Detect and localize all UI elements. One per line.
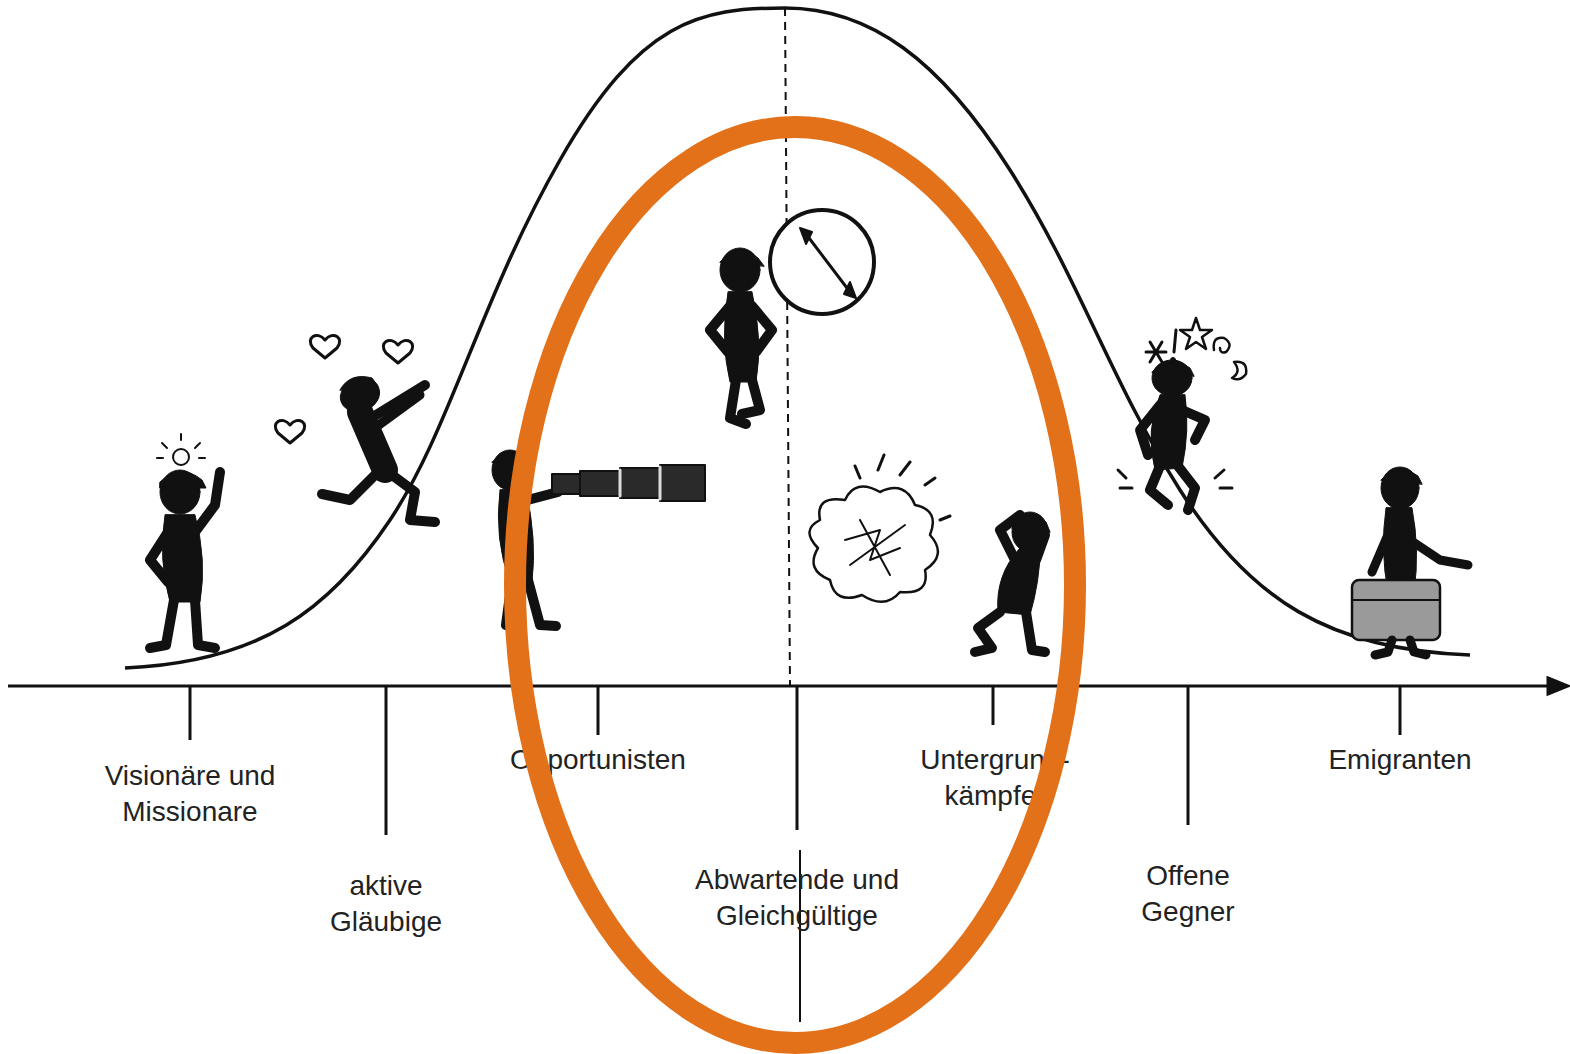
highlight-ellipse <box>515 127 1075 1043</box>
waiting-figure-part <box>806 234 850 292</box>
waiting-figure-part <box>720 251 764 266</box>
telescope-part <box>580 471 620 496</box>
opportunist-figure-part <box>528 580 556 626</box>
axis-label: Offene Gegner <box>1118 858 1258 930</box>
underground-figure-part <box>975 612 1000 652</box>
climber-figure-part <box>310 335 339 358</box>
waiting-figure <box>710 210 874 424</box>
underground-figure-part <box>855 455 950 520</box>
waiting-figure-part <box>800 228 856 298</box>
axis-part <box>597 686 600 735</box>
axis-label: aktive Gläubige <box>311 868 461 940</box>
opponent-figure-part <box>1140 405 1160 455</box>
axis-part <box>189 686 192 740</box>
center-line <box>785 8 790 686</box>
opportunist-figure-part <box>492 453 530 466</box>
explosion-cloud <box>809 487 937 602</box>
climber-figure-part <box>340 377 378 391</box>
telescope <box>552 465 705 501</box>
axis <box>8 678 1568 1022</box>
underground-figure <box>809 455 1050 652</box>
waiting-figure-part <box>742 380 760 414</box>
opponent-figure-part <box>1182 410 1205 440</box>
opponent-figure-part <box>1214 338 1230 353</box>
emigrant-figure-part <box>1375 640 1392 655</box>
climber-figure-part <box>322 470 380 500</box>
climber-figure-part <box>372 395 420 430</box>
curse-symbols <box>1146 330 1176 362</box>
bell-curve <box>125 8 1470 668</box>
waiting-figure-part <box>710 306 730 352</box>
axis-part <box>796 686 799 830</box>
axis-part <box>992 686 995 725</box>
axis-part <box>1399 686 1402 735</box>
opportunist-figure <box>492 450 705 630</box>
axis-part <box>8 685 1560 688</box>
axis-label: Abwartende und Gleichgültige <box>637 862 957 934</box>
opponent-figure-part <box>1171 358 1176 363</box>
visionary-figure-part <box>173 449 189 465</box>
opponent-figure <box>1118 318 1246 510</box>
axis-part <box>1548 678 1568 694</box>
emigrant-figure-part <box>1410 640 1426 655</box>
visionary-figure-part <box>160 471 206 488</box>
emigrant-figure-part <box>1352 599 1440 601</box>
visionary-figure-part <box>195 600 215 648</box>
emigrant-figure-part <box>1381 470 1422 484</box>
underground-figure-part <box>1036 535 1045 560</box>
visionary-figure-part <box>157 434 205 458</box>
telescope-part <box>660 465 705 501</box>
visionary-figure-part <box>195 472 220 532</box>
climber-figure <box>275 335 435 522</box>
telescope-part <box>620 468 660 498</box>
waiting-figure-part <box>752 306 772 352</box>
axis-part <box>385 686 388 835</box>
underground-figure-part <box>1026 612 1045 652</box>
clock <box>770 210 874 314</box>
axis-part <box>1187 686 1190 825</box>
axis-label: Untergrund- kämpfer <box>905 742 1085 814</box>
telescope-part <box>619 470 622 496</box>
telescope-part <box>659 467 662 499</box>
climber-figure-part <box>275 420 304 443</box>
climber-figure-part <box>388 472 435 522</box>
opponent-figure-part <box>1118 470 1232 488</box>
suitcase <box>1352 580 1440 640</box>
emigrant-figure <box>1352 467 1468 655</box>
opponent-figure-part <box>1178 466 1195 510</box>
opponent-figure-part <box>1150 466 1168 505</box>
opportunist-figure-part <box>506 580 520 630</box>
emigrant-figure-part <box>1372 530 1390 572</box>
axis-label: Opportunisten <box>448 742 748 778</box>
underground-figure-part <box>845 520 905 575</box>
underground-figure-part <box>1000 515 1020 560</box>
telescope-part <box>552 474 580 494</box>
visionary-figure-part <box>150 600 174 648</box>
axis-label: Emigranten <box>1290 742 1510 778</box>
visionary-figure <box>150 434 220 648</box>
opponent-figure-part <box>1152 362 1194 376</box>
opponent-figure-part <box>1232 362 1246 380</box>
climber-figure-part <box>383 340 412 363</box>
emigrant-figure-part <box>1410 540 1468 565</box>
opponent-figure-part <box>1180 318 1212 349</box>
axis-label: Visionäre und Missionare <box>70 758 310 830</box>
visionary-figure-part <box>150 532 168 582</box>
